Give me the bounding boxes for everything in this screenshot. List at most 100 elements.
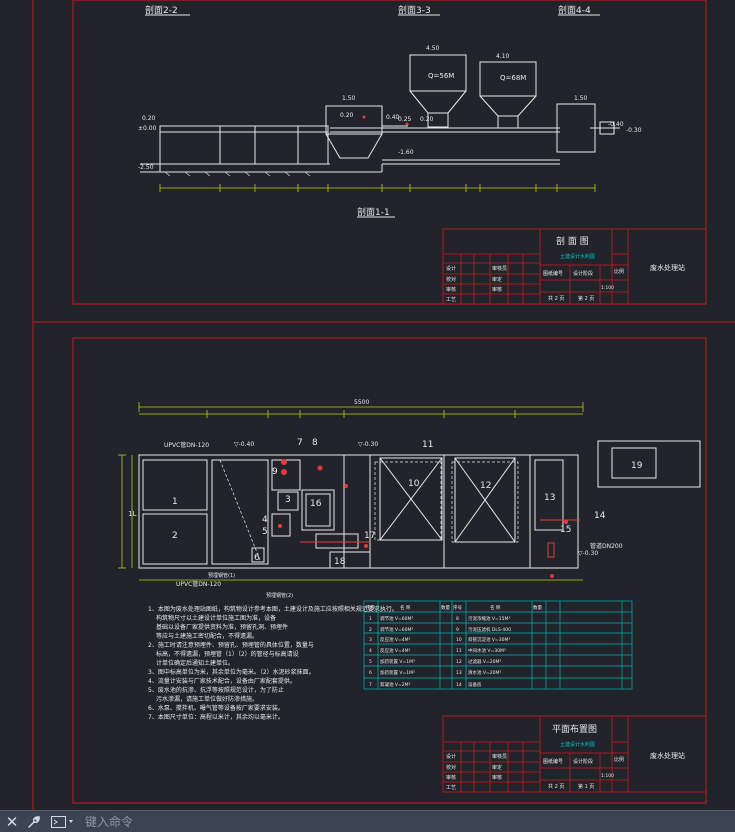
plan-total-dim: 5500 (354, 399, 369, 406)
table-row-5-name2: 过滤器 V=20M³ (468, 658, 501, 665)
table-row-2-no2: 9 (456, 627, 459, 633)
elev-left-top: 0.20 (142, 115, 156, 122)
table-row-6-name: 加药装置 V=1M³ (380, 669, 415, 676)
title-bottom-page: 第 1 页 (578, 783, 594, 790)
plan-label-5: 5 (262, 527, 268, 537)
elev-left-base: ±0.00 (138, 125, 157, 132)
plan-note-pipe1: UPVC管DN-120 (164, 441, 209, 449)
plan-label-12: 12 (480, 481, 491, 491)
plan-label-19: 19 (631, 461, 643, 471)
table-row-2-name: 调节池 V=60M³ (380, 626, 413, 633)
title-bottom-col1: 审核员 (492, 753, 507, 760)
table-row-7-name2: 设备房 (468, 681, 482, 688)
table-row-7-name: 絮凝池 V=2M³ (380, 681, 411, 688)
elev-right-1: -0.40 (608, 121, 624, 128)
note-2c: 计单位确定后通知土建单位。 (156, 659, 234, 667)
title-top-row4: 工艺 (446, 297, 456, 303)
sheet-frame-bottom (72, 337, 707, 804)
plan-label-2: 2 (172, 531, 178, 541)
elev-hopper-bottom: -1.60 (398, 149, 414, 156)
table-header-name1: 名 称 (400, 604, 411, 611)
title-bottom-label-c: 比例 (614, 756, 624, 763)
table-row-4-no: 4 (369, 648, 372, 654)
note-6: 6、水泵、搅拌机、曝气管等设备按厂家要求安装。 (148, 704, 284, 712)
command-line-bar: ✕ (0, 810, 735, 832)
title-top-label-a: 图纸编号 (543, 270, 563, 277)
table-row-3-no: 3 (369, 637, 372, 643)
title-bottom-col3: 审核 (492, 774, 502, 781)
elev-pipe-2: 0.25 (398, 116, 412, 123)
table-row-5-name: 加药装置 V=1M³ (380, 658, 415, 665)
plan-label-7: 7 (297, 438, 303, 448)
elev-right-top: 1.50 (574, 95, 588, 102)
title-bottom-scale: 1:100 (601, 773, 614, 779)
section-1-1-elevation (140, 54, 620, 173)
table-row-6-no: 6 (369, 670, 372, 676)
title-top-project: 废水处理站 (650, 263, 685, 272)
elev-silo-left-top: 4.50 (426, 45, 440, 52)
elev-pipe-1: 0.40 (386, 114, 400, 121)
title-top-row1: 设计 (446, 265, 456, 272)
note-4: 4、流量计安装与厂家技术配合，设备由厂家配套提供。 (148, 677, 296, 685)
sheet-frame-top (72, 0, 707, 305)
plan-label-16: 16 (310, 499, 322, 509)
plan-label-6: 6 (254, 553, 260, 563)
silo-right-label: Q=68M (500, 74, 526, 82)
cad-drawing-canvas[interactable]: 剖面2-2 剖面3-3 剖面4-4 剖面1-1 (0, 0, 735, 810)
wrench-icon[interactable] (25, 812, 43, 832)
table-row-7-no: 7 (369, 682, 372, 688)
table-row-2-name2: 污泥压滤机 DLS-400 (468, 626, 511, 633)
elev-left-bottom: -2.50 (138, 164, 154, 171)
title-bottom-row4: 工艺 (446, 785, 456, 791)
note-1: 1、本图为废水处理站图纸，构筑物设计参考本图，土建设计及施工应按照相关规范要求执… (148, 605, 398, 613)
table-header-qty1: 数量 (441, 604, 450, 611)
plan-label-8: 8 (312, 438, 318, 448)
title-bottom-label-b: 设计阶段 (573, 758, 593, 765)
table-row-3-name2: 斜管沉淀池 V=30M³ (468, 636, 510, 643)
title-top-col1: 审核员 (492, 265, 507, 272)
title-top-label-b: 设计阶段 (573, 270, 593, 277)
title-bottom-col2: 审定 (492, 764, 502, 771)
elev-silo-right-top: 4.10 (496, 53, 510, 60)
table-row-5-no: 5 (369, 659, 372, 665)
table-row-1-no2: 8 (456, 616, 459, 622)
plan-label-13: 13 (544, 493, 555, 503)
close-icon[interactable]: ✕ (5, 812, 19, 831)
plan-note-pipe2: UPVC管DN-120 (176, 580, 221, 588)
table-header-no2: 序号 (453, 604, 462, 611)
plan-label-1: 1 (172, 497, 178, 507)
plan-side-dim: 1L (128, 510, 136, 518)
plan-layout (138, 440, 701, 569)
section-label-3-3: 剖面3-3 (398, 4, 431, 16)
note-1b: 构筑物尺寸以土建设计单位施工图为准，设备 (156, 614, 276, 622)
plan-label-18: 18 (334, 557, 346, 567)
title-top-row2: 校对 (446, 276, 456, 283)
table-row-1-no: 1 (369, 616, 372, 622)
command-prompt-icon[interactable] (51, 814, 77, 830)
table-header-name2: 名 称 (490, 604, 501, 611)
plan-label-9: 9 (272, 467, 278, 477)
table-header-qty2: 数量 (533, 604, 542, 611)
title-top-scale: 1:100 (601, 285, 614, 291)
plan-label-11: 11 (422, 440, 433, 450)
note-7: 7、本图尺寸单位：高程以米计，其余均以毫米计。 (148, 713, 284, 721)
table-row-3-no2: 10 (456, 637, 462, 643)
title-top-row3: 审核 (446, 286, 456, 293)
title-bottom-sub: 土建设计水利图 (560, 741, 595, 748)
note-5b: 污水渗漏，请施工单位做好防渗措施。 (156, 695, 258, 703)
title-top-sheet: 共 2 页 (548, 295, 564, 302)
plan-note-pipe3: 预埋钢管(1) (208, 572, 235, 579)
title-top-col2: 审定 (492, 276, 502, 283)
section-label-4-4: 剖面4-4 (558, 4, 591, 16)
plan-elev-200: 管道DN200 (590, 542, 623, 550)
title-bottom-project: 废水处理站 (650, 751, 685, 760)
plan-elev-m040: ▽-0.40 (234, 441, 254, 448)
command-input[interactable] (83, 811, 735, 832)
elev-pipe-3: 0.20 (420, 116, 434, 123)
elev-hopper-mid: 0.20 (340, 112, 354, 119)
title-bottom-main: 平面布置图 (552, 723, 597, 735)
table-row-2-no: 2 (369, 627, 372, 633)
note-1d: 等应与土建施工密切配合，不得遗漏。 (156, 632, 258, 640)
title-top-page: 第 2 页 (578, 295, 594, 302)
title-top-col3: 审核 (492, 286, 502, 293)
